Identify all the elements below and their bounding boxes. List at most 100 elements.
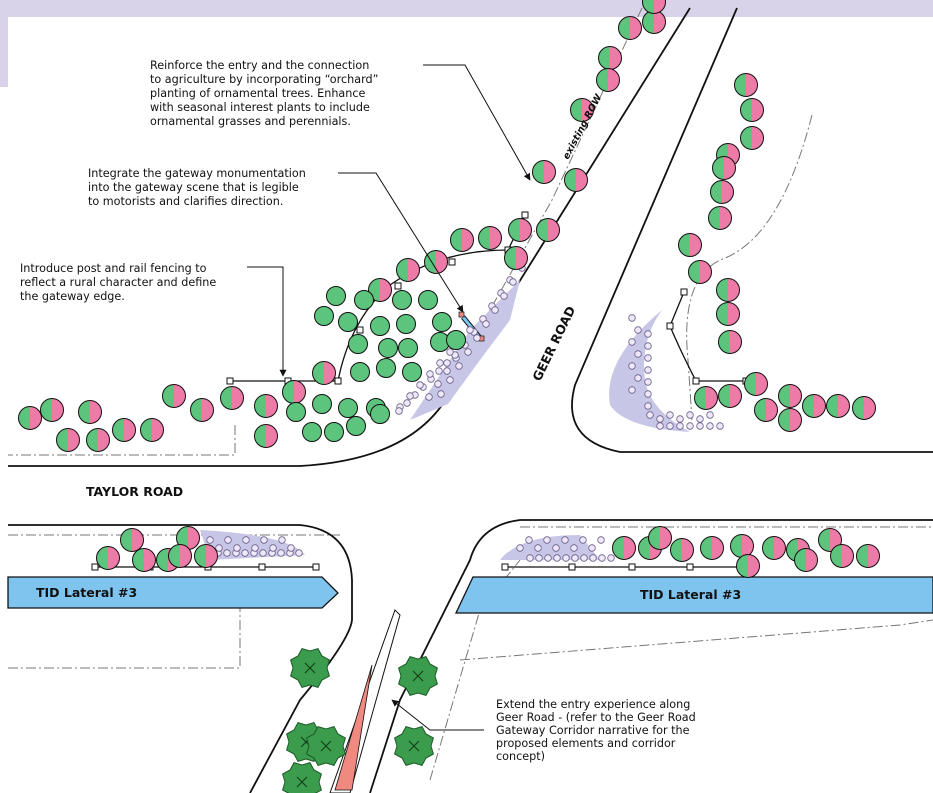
orchard-tree-icon [254, 424, 278, 448]
svg-text:Introduce post and rail fencin: Introduce post and rail fencing to refle… [20, 262, 220, 303]
perennial-icon [395, 407, 403, 415]
orchard-tree-icon [762, 536, 786, 560]
page-band-top [0, 0, 933, 17]
orchard-tree-icon [740, 126, 764, 150]
ornamental-tree-icon [338, 398, 358, 418]
fence-post-icon [686, 563, 694, 571]
perennial-icon [295, 549, 303, 557]
perennial-icon [607, 554, 615, 562]
perennial-icon [535, 554, 543, 562]
perennial-icon [676, 422, 684, 430]
orchard-tree-icon [670, 538, 694, 562]
orchard-tree-icon [618, 16, 642, 40]
ornamental-tree-icon [338, 312, 358, 332]
canal-right-label: TID Lateral #3 [640, 587, 741, 602]
perennial-icon [543, 536, 551, 544]
orchard-tree-icon [778, 384, 802, 408]
orchard-tree-icon [86, 428, 110, 452]
orchard-tree-icon [368, 278, 392, 302]
perennial-icon [561, 536, 569, 544]
perennial-icon [597, 536, 605, 544]
perennial-icon [588, 544, 596, 552]
perennial-icon [277, 549, 285, 557]
corridor-note-line: Gateway Corridor narrative for the [496, 724, 690, 737]
orchard-tree-icon [802, 394, 826, 418]
perennial-icon [580, 554, 588, 562]
perennial-icon [224, 536, 232, 544]
perennial-icon [241, 549, 249, 557]
orchard-tree-icon [504, 246, 528, 270]
perennial-icon [628, 386, 636, 394]
orchard-tree-icon [694, 386, 718, 410]
orchard-tree-icon [508, 218, 532, 242]
orchard-tree-icon [312, 361, 336, 385]
svg-text:Integrate the gateway monument: Integrate the gateway monumentation into… [88, 167, 309, 208]
orchard-tree-icon [168, 544, 192, 568]
perennial-icon [706, 411, 714, 419]
perennial-icon [260, 536, 268, 544]
fence-post-icon [394, 282, 402, 290]
geer-road-east-edge [571, 7, 933, 453]
perennial-icon [223, 549, 231, 557]
fence-post-icon [91, 563, 99, 571]
perennial-icon [634, 374, 642, 382]
perennial-icon [598, 554, 606, 562]
perennial-icon [259, 549, 267, 557]
ornamental-tree-icon [348, 334, 368, 354]
perennial-icon [435, 367, 443, 375]
orchard-tree-icon [794, 548, 818, 572]
perennial-icon [656, 415, 664, 423]
perennial-icon [570, 544, 578, 552]
perennial-icon [579, 536, 587, 544]
svg-text:Reinforce the entry and the co: Reinforce the entry and the connection t… [150, 59, 382, 128]
street-trees [282, 648, 438, 793]
perennial-icon [676, 415, 684, 423]
ornamental-tree-icon [346, 416, 366, 436]
ornamental-tree-icon [324, 422, 344, 442]
canal-left-label: TID Lateral #3 [36, 585, 137, 600]
fence-post-icon [258, 563, 266, 571]
ornamental-tree-icon [418, 290, 438, 310]
corridor-note-line: concept) [496, 750, 545, 763]
fence-post-icon [226, 377, 234, 385]
perennial-plantings [206, 264, 724, 562]
orchard-tree-icon [570, 98, 594, 122]
perennial-icon [696, 422, 704, 430]
perennial-icon [696, 415, 704, 423]
perennial-icon [644, 402, 652, 410]
ornamental-tree-icon [314, 306, 334, 326]
geer-road-label: GEER ROAD [529, 304, 578, 384]
perennial-icon [628, 314, 636, 322]
perennial-icon [426, 370, 434, 378]
canal-left [7, 576, 339, 609]
perennial-icon [634, 326, 642, 334]
perennial-icon [644, 366, 652, 374]
fencing-note-line: Introduce post and rail fencing to [20, 262, 207, 275]
perennial-icon [644, 330, 652, 338]
street-tree-icon [394, 726, 434, 766]
perennial-icon [251, 544, 259, 552]
ornamental-tree-icon [354, 290, 374, 310]
monumentation-note-line: into the gateway scene that is legible [88, 181, 299, 194]
orchard-tree-icon [736, 554, 760, 578]
orchard-note-line: ornamental grasses and perennials. [150, 115, 351, 128]
perennial-icon [516, 544, 524, 552]
ornamental-tree-icon [392, 290, 412, 310]
orchard-tree-icon [96, 546, 120, 570]
orchard-tree-icon [778, 408, 802, 432]
orchard-tree-icon [712, 156, 736, 180]
street-tree-icon [290, 648, 330, 688]
orchard-tree-icon [716, 278, 740, 302]
orchard-tree-icon [254, 394, 278, 418]
corridor-note-line: Extend the entry experience along [496, 698, 690, 711]
fencing-note-line: reflect a rural character and define [20, 276, 216, 289]
perennial-icon [562, 554, 570, 562]
orchard-tree-icon [112, 418, 136, 442]
perennial-icon [500, 292, 508, 300]
orchard-tree-icon [718, 384, 742, 408]
taylor-road-label: TAYLOR ROAD [86, 484, 183, 499]
ornamental-tree-icon [396, 314, 416, 334]
perennial-icon [686, 411, 694, 419]
fencing-note-line: the gateway edge. [20, 290, 125, 303]
